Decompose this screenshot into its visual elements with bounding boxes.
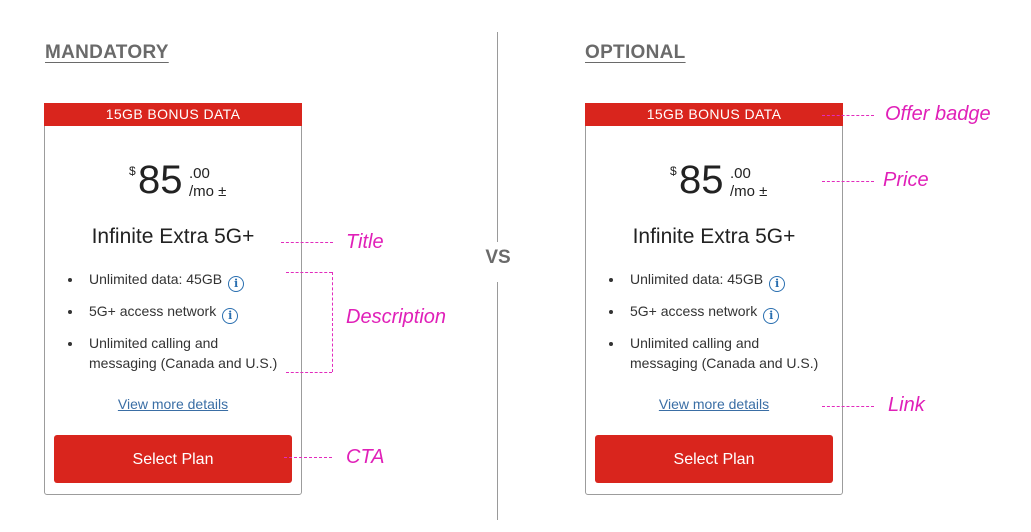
price-amount: 85 bbox=[679, 158, 724, 202]
select-plan-button[interactable]: Select Plan bbox=[595, 435, 833, 483]
price-currency: $ bbox=[129, 164, 136, 178]
annotation-link: Link bbox=[888, 394, 925, 416]
feature-text: Unlimited calling and messaging (Canada … bbox=[630, 335, 819, 371]
vs-label: VS bbox=[485, 247, 511, 268]
annotation-price: Price bbox=[883, 169, 929, 191]
feature-item: 5G+ access network i bbox=[66, 301, 291, 324]
bullet-icon bbox=[68, 342, 72, 346]
annotation-price-leader bbox=[822, 181, 874, 182]
feature-list: Unlimited data: 45GB i 5G+ access network… bbox=[607, 269, 832, 382]
price-period: /mo ± bbox=[189, 183, 227, 200]
feature-text: Unlimited data: 45GB bbox=[89, 271, 223, 287]
info-icon[interactable]: i bbox=[222, 308, 239, 324]
price-period: /mo ± bbox=[730, 183, 768, 200]
feature-item: Unlimited data: 45GB i bbox=[607, 269, 832, 292]
feature-text: 5G+ access network bbox=[630, 303, 758, 319]
feature-item: Unlimited calling and messaging (Canada … bbox=[66, 333, 279, 373]
info-icon[interactable]: i bbox=[769, 276, 786, 292]
feature-item: Unlimited data: 45GB i bbox=[66, 269, 291, 292]
bullet-icon bbox=[609, 310, 613, 314]
bullet-icon bbox=[68, 278, 72, 282]
plan-card-optional: 15GB BONUS DATA $ 85 .00 /mo ± Infinite … bbox=[585, 103, 843, 495]
divider-bottom bbox=[497, 282, 498, 520]
feature-text: Unlimited data: 45GB bbox=[630, 271, 764, 287]
price-cents: .00 bbox=[189, 165, 210, 182]
annotation-description-bracket-top bbox=[286, 272, 332, 273]
view-details-link[interactable]: View more details bbox=[117, 396, 229, 412]
bullet-icon bbox=[68, 310, 72, 314]
annotation-cta: CTA bbox=[346, 446, 385, 468]
feature-list: Unlimited data: 45GB i 5G+ access network… bbox=[66, 269, 291, 382]
annotation-description-bracket-bottom bbox=[286, 372, 332, 373]
annotation-link-leader bbox=[822, 406, 874, 407]
feature-item: 5G+ access network i bbox=[607, 301, 832, 324]
offer-badge: 15GB BONUS DATA bbox=[44, 103, 302, 126]
annotation-offer-badge-leader bbox=[822, 115, 874, 116]
info-icon[interactable]: i bbox=[228, 276, 245, 292]
mandatory-heading: MANDATORY bbox=[45, 42, 169, 63]
feature-text: Unlimited calling and messaging (Canada … bbox=[89, 335, 278, 371]
annotation-title: Title bbox=[346, 231, 384, 253]
info-icon[interactable]: i bbox=[763, 308, 780, 324]
divider-top bbox=[497, 32, 498, 242]
price-cents: .00 bbox=[730, 165, 751, 182]
feature-text: 5G+ access network bbox=[89, 303, 217, 319]
select-plan-button[interactable]: Select Plan bbox=[54, 435, 292, 483]
annotation-cta-leader bbox=[284, 457, 332, 458]
plan-card-mandatory: 15GB BONUS DATA $ 85 .00 /mo ± Infinite … bbox=[44, 103, 302, 495]
offer-badge: 15GB BONUS DATA bbox=[585, 103, 843, 126]
view-details-link[interactable]: View more details bbox=[658, 396, 770, 412]
annotation-description-bracket-side bbox=[332, 272, 333, 372]
plan-title: Infinite Extra 5G+ bbox=[91, 225, 255, 248]
bullet-icon bbox=[609, 278, 613, 282]
annotation-description: Description bbox=[346, 306, 447, 328]
annotation-offer-badge: Offer badge bbox=[885, 103, 991, 125]
plan-title: Infinite Extra 5G+ bbox=[632, 225, 796, 248]
annotation-title-leader bbox=[281, 242, 333, 243]
price-amount: 85 bbox=[138, 158, 183, 202]
price-currency: $ bbox=[670, 164, 677, 178]
bullet-icon bbox=[609, 342, 613, 346]
feature-item: Unlimited calling and messaging (Canada … bbox=[607, 333, 820, 373]
optional-heading: OPTIONAL bbox=[585, 42, 686, 63]
